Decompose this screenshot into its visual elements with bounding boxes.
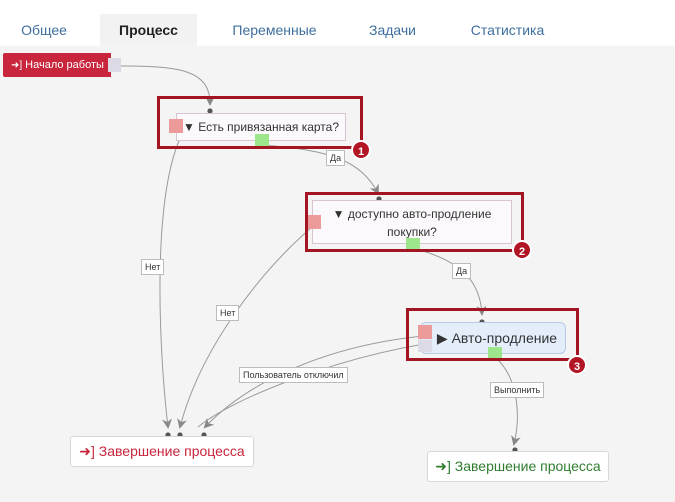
tab-general[interactable]: Общее — [21, 22, 67, 38]
condition-node-autorenew[interactable]: ▼ доступно авто-продление покупки? — [312, 200, 512, 244]
edge-label-done[interactable]: Выполнить — [490, 382, 545, 398]
tab-tasks[interactable]: Задачи — [368, 22, 416, 38]
tab-statistics[interactable]: Статистика — [470, 22, 545, 38]
sign-out-icon: ➜] — [435, 458, 451, 474]
filter-icon: ▼ — [332, 207, 345, 221]
edge-label-no[interactable]: Нет — [141, 259, 165, 275]
step-badge: 1 — [351, 140, 371, 160]
condition-autorenew-no-port[interactable] — [307, 215, 321, 229]
end-node-success-label: Завершение процесса — [454, 458, 601, 474]
sign-out-icon: ➜] — [79, 443, 95, 459]
end-node-fail-label: Завершение процесса — [98, 443, 245, 459]
action-secondary-port[interactable] — [418, 340, 432, 352]
edge-label-user-disabled[interactable]: Пользователь отключил — [239, 367, 348, 383]
play-icon: ▶ — [436, 330, 448, 346]
step-badge: 3 — [567, 355, 587, 375]
filter-icon: ▼ — [182, 120, 195, 134]
edge-label-yes[interactable]: Да — [326, 150, 346, 166]
condition-card-yes-port[interactable] — [255, 134, 269, 146]
action-error-port[interactable] — [418, 325, 432, 339]
highlight-box — [305, 192, 524, 252]
start-node[interactable]: ➜]Начало работы — [3, 53, 111, 77]
action-success-port[interactable] — [488, 347, 502, 359]
start-node-label: Начало работы — [25, 59, 104, 71]
highlight-box — [157, 96, 363, 149]
edge-label-no[interactable]: Нет — [216, 305, 240, 321]
highlight-box — [406, 308, 579, 361]
tab-bar: Общее Процесс Переменные Задачи Статисти… — [0, 0, 675, 46]
action-node-label: Авто-продление — [451, 330, 558, 346]
step-badge: 2 — [512, 240, 532, 260]
condition-autorenew-yes-port[interactable] — [406, 238, 420, 250]
condition-node-autorenew-label: доступно авто-продление покупки? — [347, 207, 492, 239]
condition-node-card-label: Есть привязанная карта? — [198, 120, 340, 134]
start-output-port[interactable] — [108, 58, 121, 72]
condition-card-no-port[interactable] — [169, 119, 183, 133]
edge-label-yes[interactable]: Да — [452, 263, 472, 279]
end-node-success[interactable]: ➜] Завершение процесса — [427, 451, 609, 482]
end-node-fail[interactable]: ➜] Завершение процесса — [70, 436, 254, 467]
sign-in-icon: ➜] — [11, 60, 23, 71]
tab-variables[interactable]: Переменные — [232, 22, 317, 38]
tab-process[interactable]: Процесс — [100, 14, 197, 46]
